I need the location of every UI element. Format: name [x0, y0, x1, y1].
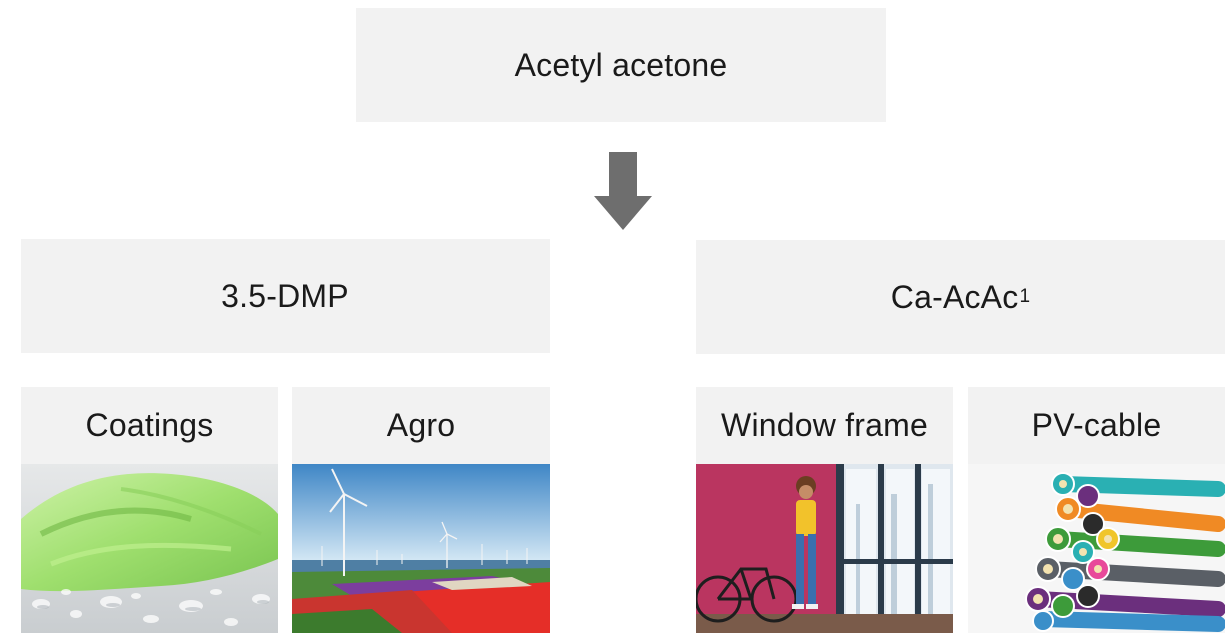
branch-node-3-5-dmp: 3.5-DMP [21, 239, 550, 353]
application-label: PV-cable [1031, 407, 1162, 443]
branch-label: Ca-AcAc [890, 278, 1019, 315]
branch-label: 3.5-DMP [221, 277, 349, 314]
down-arrow-icon [594, 152, 652, 230]
coatings-image [21, 464, 278, 633]
application-label: Window frame [721, 407, 928, 443]
application-label: Coatings [85, 407, 214, 443]
agro-image [292, 464, 550, 633]
application-label: Agro [386, 407, 456, 443]
root-node-label: Acetyl acetone [514, 46, 728, 83]
application-box-coatings: Coatings [21, 387, 278, 464]
root-node-box: Acetyl acetone [356, 8, 886, 122]
pv-cable-image [968, 464, 1225, 633]
application-box-window-frame: Window frame [696, 387, 953, 464]
window-frame-image [696, 464, 953, 633]
application-box-pv-cable: PV-cable [968, 387, 1225, 464]
application-box-agro: Agro [292, 387, 550, 464]
